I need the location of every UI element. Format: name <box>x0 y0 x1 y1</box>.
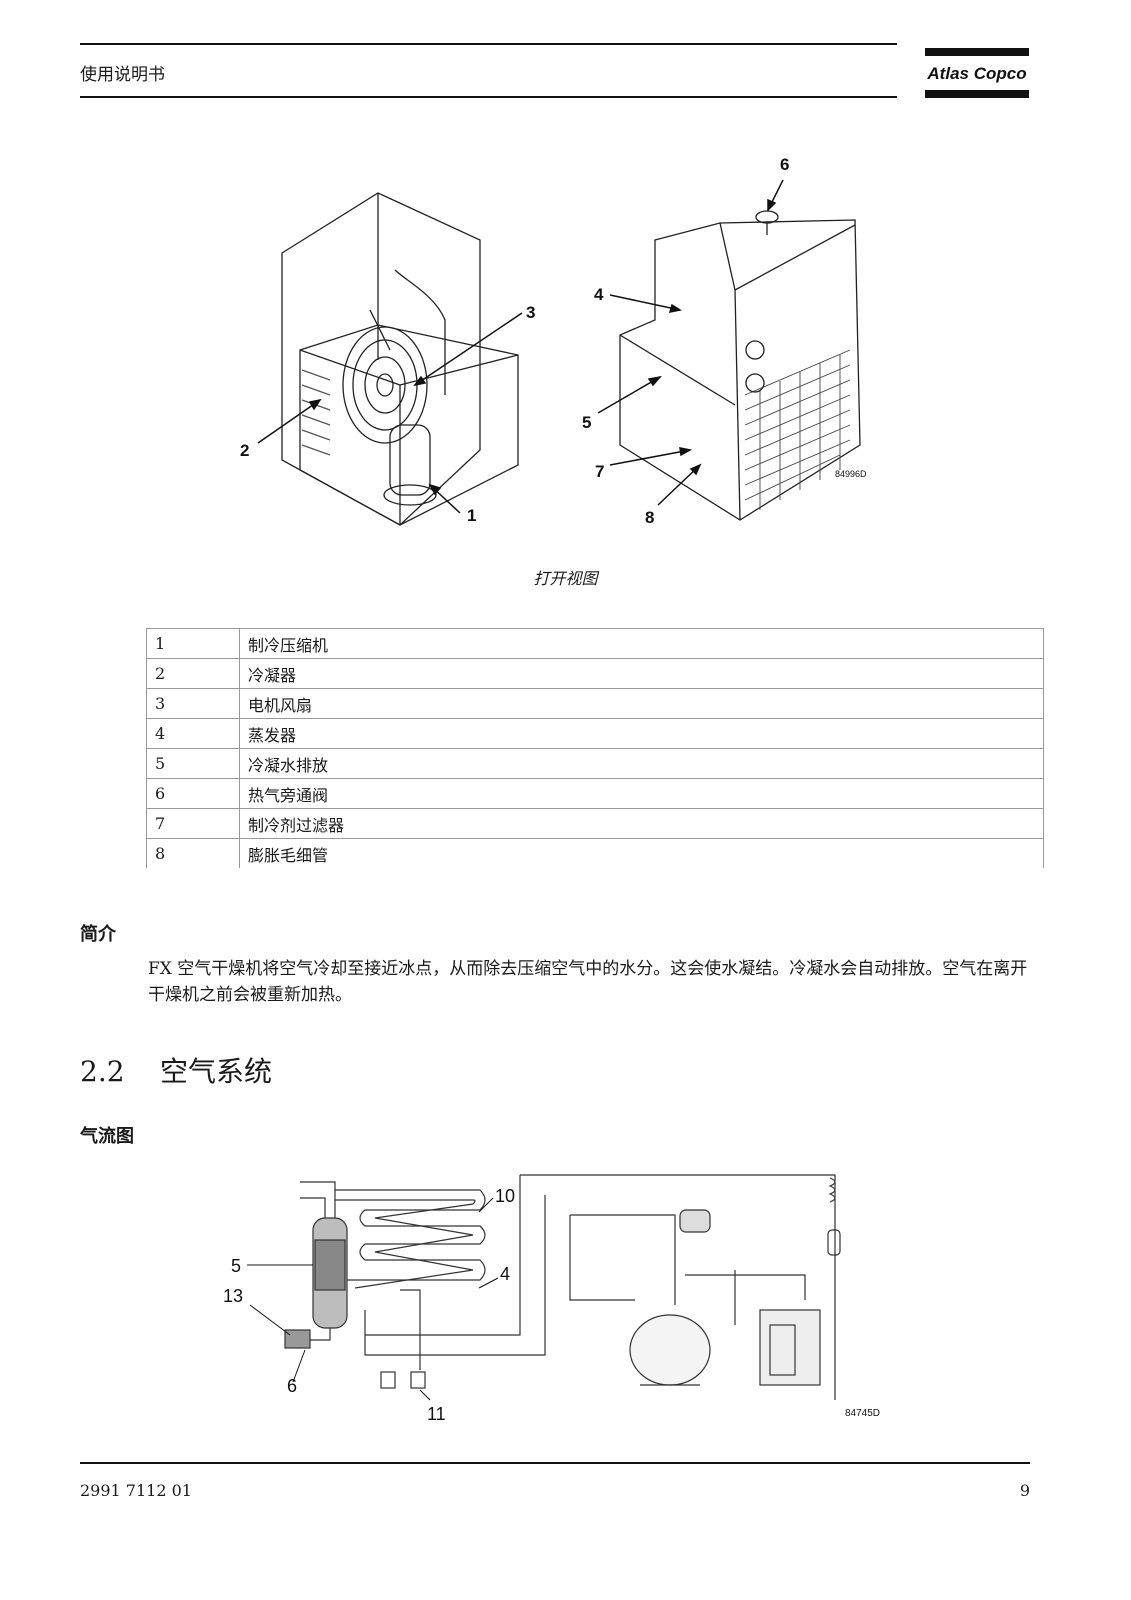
logo-text: Atlas Copco <box>926 64 1026 83</box>
part-name: 蒸发器 <box>239 718 1044 749</box>
part-number: 7 <box>146 808 240 839</box>
page-number: 9 <box>1019 1481 1030 1500</box>
section-title: 空气系统 <box>160 1055 273 1088</box>
manual-title: 使用说明书 <box>80 65 165 85</box>
part-name: 制冷剂过滤器 <box>239 808 1044 839</box>
part-name: 热气旁通阀 <box>239 778 1044 809</box>
airflow-label-11: 11 <box>427 1404 446 1424</box>
part-number: 6 <box>146 778 240 809</box>
callout-1: 1 <box>467 506 476 525</box>
airflow-label-10: 10 <box>495 1186 515 1206</box>
airflow-heading: 气流图 <box>80 1126 134 1147</box>
section-heading: 2.2 空气系统 <box>80 1050 272 1090</box>
airflow-label-6: 6 <box>287 1376 297 1396</box>
callout-5: 5 <box>582 413 591 432</box>
header-rule-bottom <box>80 96 897 98</box>
airflow-label-5: 5 <box>231 1256 241 1276</box>
part-number: 8 <box>146 838 240 868</box>
callout-4: 4 <box>594 285 604 304</box>
callout-3: 3 <box>526 303 535 322</box>
part-number: 5 <box>146 748 240 779</box>
intro-heading: 简介 <box>80 924 116 945</box>
callout-7: 7 <box>595 462 604 481</box>
callout-8: 8 <box>645 508 654 527</box>
section-number: 2.2 <box>80 1055 125 1088</box>
part-number: 1 <box>146 628 240 659</box>
part-number: 2 <box>146 658 240 689</box>
doc-number: 2991 7112 01 <box>80 1481 192 1500</box>
header-rule-top <box>80 43 897 45</box>
callout-2: 2 <box>240 441 249 460</box>
figure-code: 84996D <box>835 469 867 479</box>
part-number: 4 <box>146 718 240 749</box>
part-name: 电机风扇 <box>239 688 1044 719</box>
atlas-copco-logo: Atlas Copco <box>925 48 1029 98</box>
part-name: 冷凝水排放 <box>239 748 1044 779</box>
part-name: 制冷压缩机 <box>239 628 1044 659</box>
airflow-diagram: 10 4 5 13 6 11 84745D <box>223 1174 880 1424</box>
callout-6: 6 <box>780 155 789 174</box>
airflow-code: 84745D <box>845 1408 880 1419</box>
airflow-label-13: 13 <box>223 1286 243 1306</box>
intro-paragraph: FX 空气干燥机将空气冷却至接近冰点，从而除去压缩空气中的水分。这会使水凝结。冷… <box>148 959 1028 1005</box>
part-name: 膨胀毛细管 <box>239 838 1044 868</box>
airflow-label-4: 4 <box>500 1264 510 1284</box>
open-view-figure: 1 2 3 4 5 6 7 8 84996D <box>240 155 867 527</box>
part-number: 3 <box>146 688 240 719</box>
part-name: 冷凝器 <box>239 658 1044 689</box>
footer-rule <box>80 1462 1030 1464</box>
figure-caption: 打开视图 <box>533 569 598 588</box>
